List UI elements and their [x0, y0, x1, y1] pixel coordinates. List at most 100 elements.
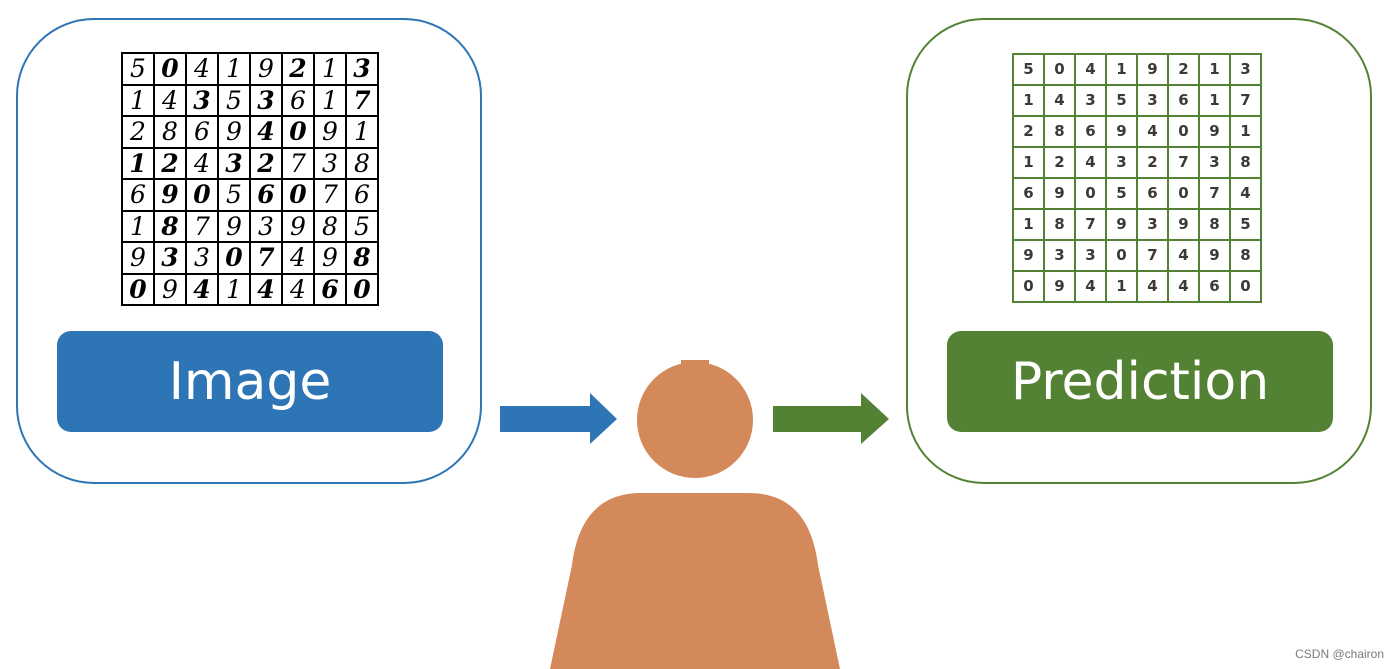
predicted-digit-cell: 3 [1105, 146, 1138, 179]
handwritten-digit-cell: 5 [217, 83, 251, 117]
predicted-digit-cell: 6 [1136, 177, 1169, 210]
predicted-digit-cell: 5 [1012, 53, 1045, 86]
handwritten-digit-cell: 5 [345, 209, 379, 243]
predicted-digit-cell: 6 [1167, 84, 1200, 117]
handwritten-digit-cell: 1 [217, 52, 251, 86]
handwritten-digit-cell: 2 [281, 52, 315, 86]
predicted-digit-cell: 1 [1105, 53, 1138, 86]
handwritten-digit-cell: 6 [121, 178, 155, 212]
handwritten-digit-cell: 7 [281, 146, 315, 180]
predicted-digit-cell: 6 [1074, 115, 1107, 148]
handwritten-digit-cell: 0 [153, 52, 187, 86]
predicted-digit-cell: 4 [1043, 84, 1076, 117]
handwritten-digit-cell: 5 [217, 178, 251, 212]
predicted-digit-cell: 7 [1229, 84, 1262, 117]
predicted-digit-cell: 6 [1198, 270, 1231, 303]
handwritten-digit-cell: 6 [249, 178, 283, 212]
handwritten-digit-cell: 1 [313, 83, 347, 117]
handwritten-digit-cell: 4 [185, 272, 219, 306]
handwritten-digit-cell: 9 [217, 209, 251, 243]
predicted-digit-cell: 3 [1074, 239, 1107, 272]
handwritten-digit-cell: 1 [121, 83, 155, 117]
predicted-digit-cell: 4 [1167, 239, 1200, 272]
handwritten-digit-cell: 7 [185, 209, 219, 243]
predicted-digit-cell: 0 [1043, 53, 1076, 86]
predicted-digit-cell: 2 [1167, 53, 1200, 86]
predicted-digit-cell: 3 [1198, 146, 1231, 179]
handwritten-digit-cell: 3 [345, 52, 379, 86]
handwritten-digit-cell: 4 [281, 241, 315, 275]
predicted-digit-cell: 8 [1043, 115, 1076, 148]
handwritten-digit-cell: 2 [249, 146, 283, 180]
person-icon [550, 360, 840, 669]
handwritten-digit-cell: 2 [121, 115, 155, 149]
predicted-digit-cell: 4 [1167, 270, 1200, 303]
handwritten-digit-cell: 4 [281, 272, 315, 306]
predicted-digit-cell: 4 [1136, 270, 1169, 303]
predicted-digit-cell: 9 [1198, 239, 1231, 272]
predicted-digit-cell: 1 [1198, 84, 1231, 117]
predicted-digit-cell: 9 [1105, 115, 1138, 148]
predicted-digit-cell: 3 [1136, 84, 1169, 117]
predicted-digit-cell: 4 [1074, 270, 1107, 303]
handwritten-digit-cell: 4 [249, 115, 283, 149]
handwritten-digit-cell: 8 [153, 115, 187, 149]
handwritten-digit-cell: 3 [185, 83, 219, 117]
predicted-digit-cell: 2 [1136, 146, 1169, 179]
handwritten-digit-cell: 7 [313, 178, 347, 212]
predicted-digit-cell: 9 [1043, 270, 1076, 303]
handwritten-digit-cell: 4 [185, 146, 219, 180]
handwritten-digit-cell: 0 [121, 272, 155, 306]
handwritten-digit-cell: 3 [153, 241, 187, 275]
handwritten-digit-cell: 1 [121, 146, 155, 180]
handwritten-digit-cell: 9 [153, 178, 187, 212]
handwritten-digit-cell: 8 [345, 241, 379, 275]
predicted-digit-cell: 9 [1105, 208, 1138, 241]
handwritten-digit-cell: 3 [249, 83, 283, 117]
predicted-digit-cell: 0 [1229, 270, 1262, 303]
handwritten-digit-cell: 1 [313, 52, 347, 86]
predicted-digit-cell: 4 [1229, 177, 1262, 210]
predicted-digit-cell: 6 [1012, 177, 1045, 210]
predicted-digit-cell: 1 [1229, 115, 1262, 148]
handwritten-digit-cell: 8 [313, 209, 347, 243]
predicted-digit-cell: 1 [1012, 84, 1045, 117]
handwritten-digit-cell: 9 [249, 52, 283, 86]
predicted-digit-cell: 9 [1043, 177, 1076, 210]
handwritten-digit-cell: 1 [121, 209, 155, 243]
handwritten-digit-cell: 4 [185, 52, 219, 86]
handwritten-digit-cell: 7 [345, 83, 379, 117]
image-label: Image [57, 331, 443, 432]
handwritten-digit-cell: 6 [281, 83, 315, 117]
predicted-digit-cell: 0 [1105, 239, 1138, 272]
handwritten-digit-cell: 6 [185, 115, 219, 149]
predicted-digit-cell: 7 [1167, 146, 1200, 179]
predicted-digit-cell: 0 [1167, 177, 1200, 210]
predicted-digit-cell: 1 [1105, 270, 1138, 303]
predicted-digit-cell: 8 [1229, 146, 1262, 179]
predicted-digit-cell: 8 [1043, 208, 1076, 241]
predicted-digit-cell: 3 [1136, 208, 1169, 241]
predicted-digit-cell: 4 [1074, 53, 1107, 86]
handwritten-digit-cell: 9 [313, 241, 347, 275]
predicted-digit-cell: 5 [1229, 208, 1262, 241]
handwritten-digit-cell: 9 [313, 115, 347, 149]
handwritten-digit-cell: 1 [345, 115, 379, 149]
predicted-digit-cell: 8 [1198, 208, 1231, 241]
handwritten-digit-cell: 0 [217, 241, 251, 275]
handwritten-digit-cell: 7 [249, 241, 283, 275]
predicted-digit-cell: 9 [1136, 53, 1169, 86]
